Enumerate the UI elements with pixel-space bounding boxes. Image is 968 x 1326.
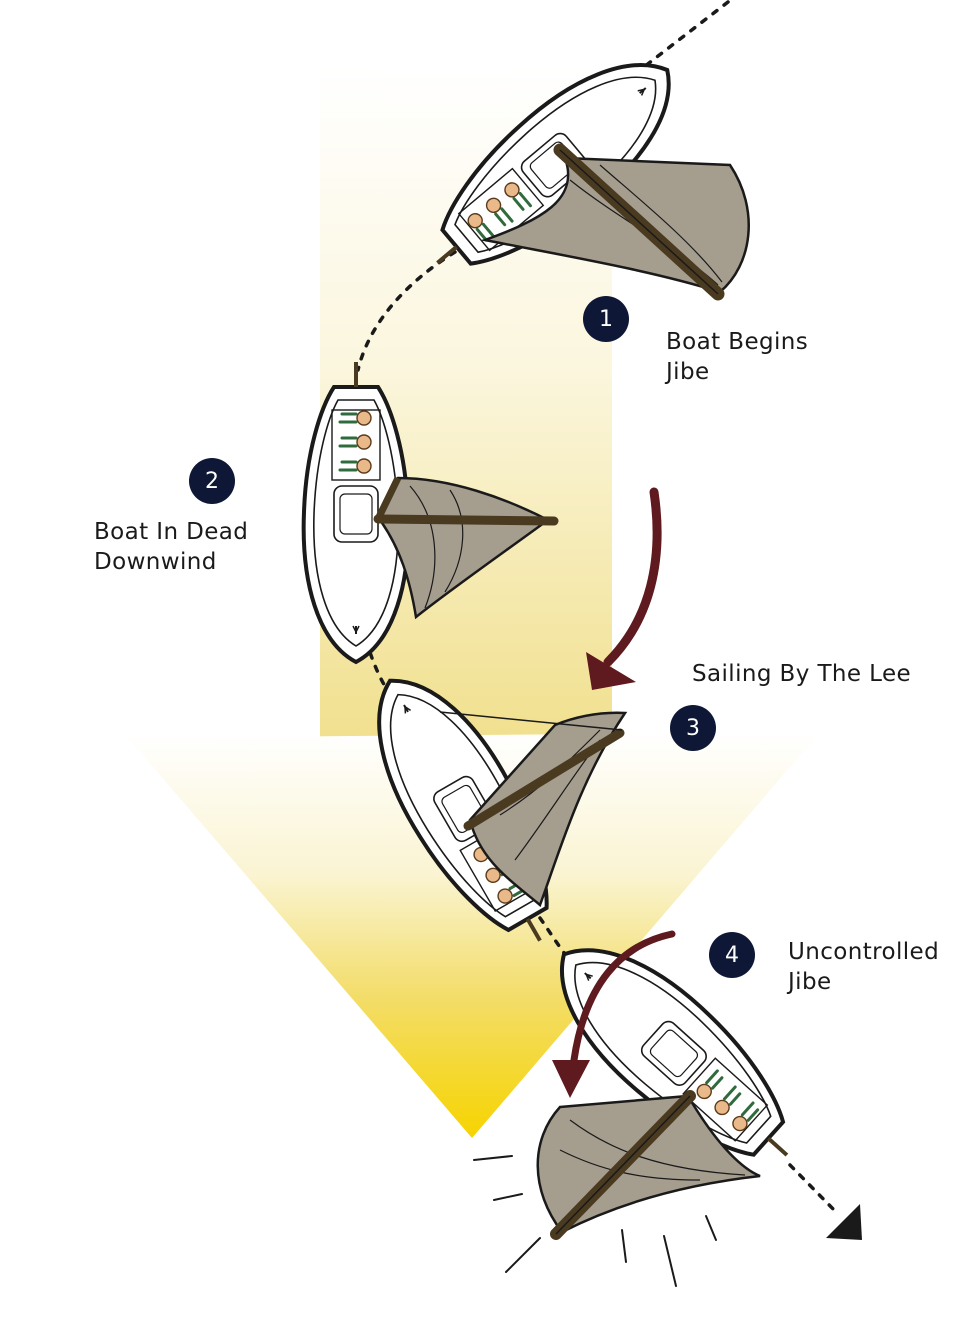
course-end-arrowhead <box>826 1204 862 1240</box>
step-3-label-line1: Sailing By The Lee <box>692 661 912 687</box>
step-4-badge: 4 <box>709 932 755 978</box>
boat-3-sail <box>439 711 628 908</box>
step-4-label-line2: Jibe <box>788 969 832 995</box>
step-4-label: Uncontrolled Jibe <box>788 937 939 997</box>
step-2-label: Boat In Dead Downwind <box>94 517 248 577</box>
step-2-badge: 2 <box>189 458 235 504</box>
step-3-badge: 3 <box>670 705 716 751</box>
step-1-label: Boat Begins Jibe <box>666 327 808 387</box>
step-1-badge: 1 <box>583 296 629 342</box>
step-4-label-line1: Uncontrolled <box>788 939 940 965</box>
boat-4-sail <box>536 1090 761 1240</box>
step-3-label: Sailing By The Lee <box>692 659 911 689</box>
impact-burst-lines <box>473 1155 717 1287</box>
turn-arrow-2 <box>552 930 676 1098</box>
step-1-label-line1: Boat Begins <box>666 329 809 355</box>
boat-2-sail <box>373 476 559 620</box>
step-2-label-line2: Downwind <box>94 549 217 575</box>
boat-1-sail <box>480 143 750 301</box>
turn-arrow-1 <box>586 487 662 690</box>
step-1-label-line2: Jibe <box>666 359 710 385</box>
step-2-label-line1: Boat In Dead <box>94 519 249 545</box>
